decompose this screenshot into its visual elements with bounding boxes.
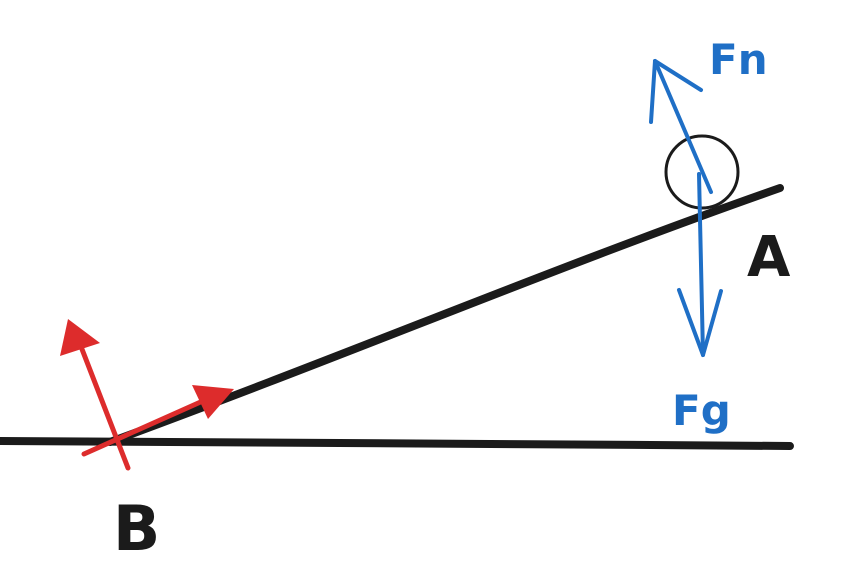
normal-force-label: Fn	[709, 35, 768, 84]
normal-force-arrow	[649, 59, 713, 194]
red-up-arrow	[60, 319, 131, 471]
gravity-force-label: Fg	[672, 386, 731, 435]
gravity-force-arrow	[677, 172, 723, 357]
point-b-label: B	[113, 492, 160, 565]
point-a-label: A	[747, 225, 791, 290]
red-along-arrow	[81, 385, 234, 457]
ball	[664, 134, 740, 210]
ground-line	[0, 437, 794, 450]
